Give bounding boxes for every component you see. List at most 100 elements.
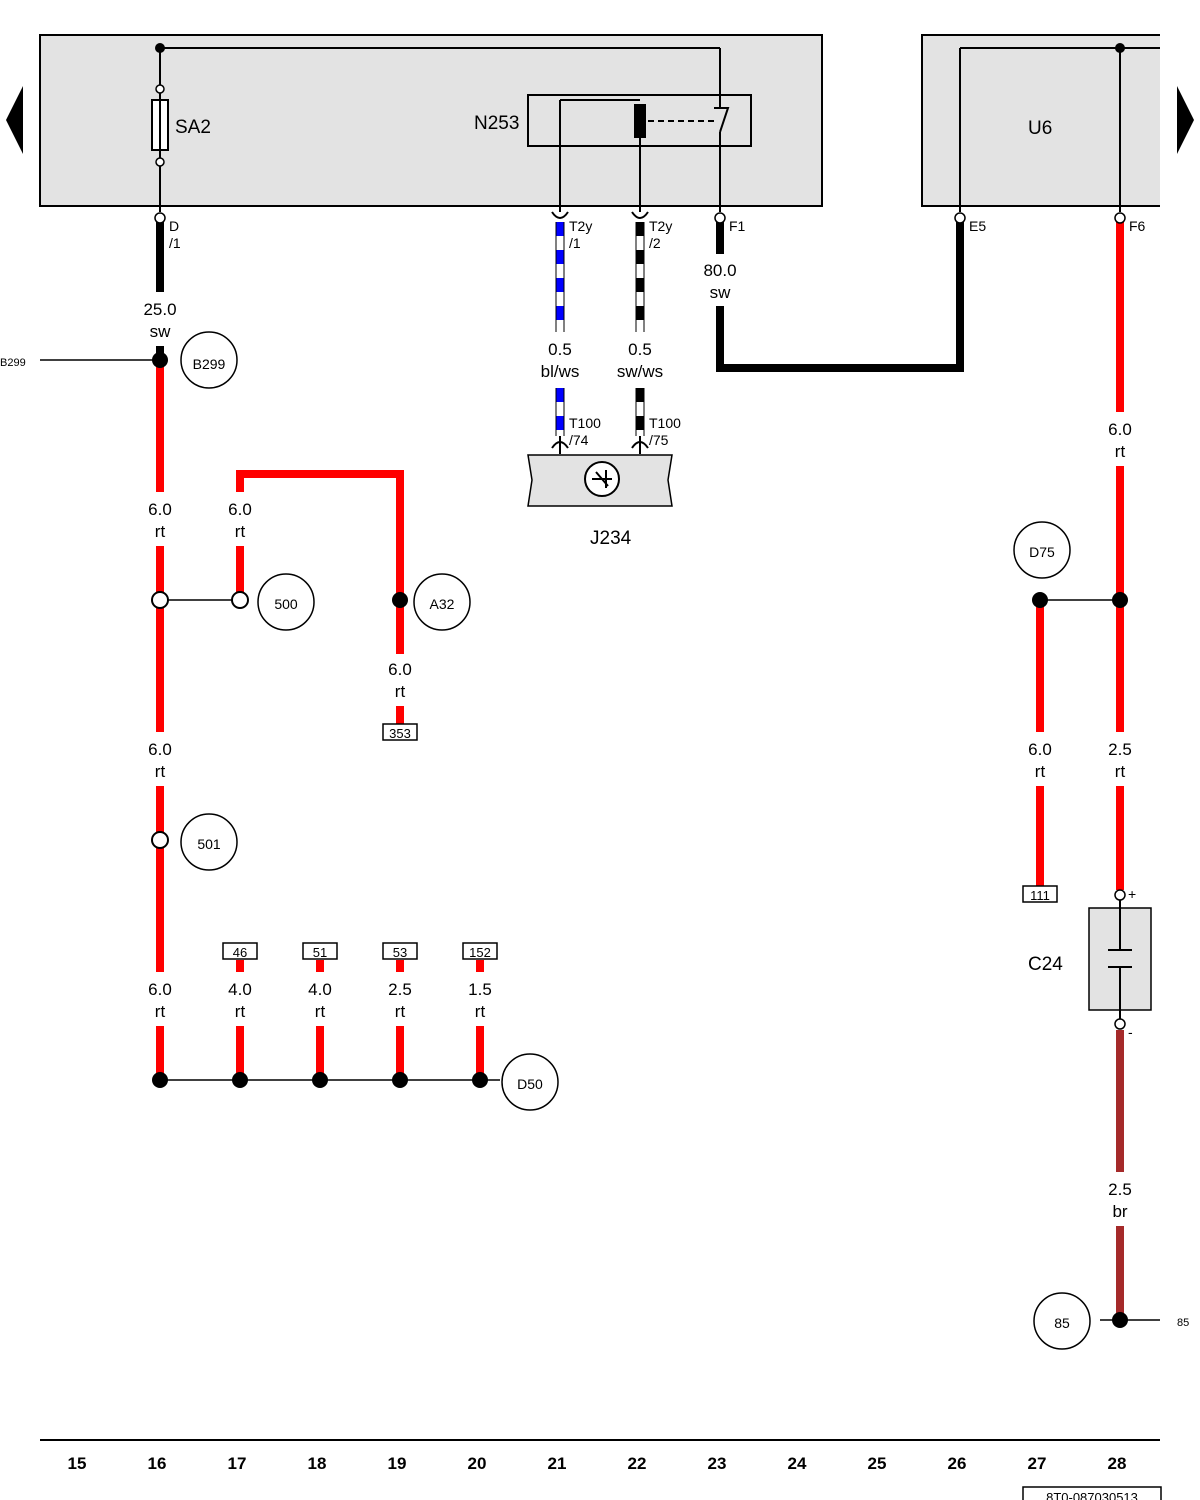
wire-size-label: 6.0 — [1108, 420, 1132, 439]
relay-switch-contact-icon — [714, 107, 730, 133]
internal-junction-dot — [1115, 43, 1125, 53]
pin-label: /1 — [169, 235, 181, 251]
pin-label: T2y — [569, 218, 592, 234]
wire-color-label: rt — [1115, 442, 1126, 461]
drawing-number: 8T0-087030513 — [1046, 1490, 1138, 1500]
column-number: 27 — [1028, 1454, 1047, 1473]
ref-box-label: 46 — [233, 945, 247, 960]
junction-label-a32: A32 — [430, 596, 455, 612]
plug-connector-icon — [551, 211, 649, 454]
column-number: 17 — [228, 1454, 247, 1473]
column-number: 26 — [948, 1454, 967, 1473]
pin-label: T2y — [649, 218, 672, 234]
pin-label: D — [169, 218, 179, 234]
wire-size-label: 4.0 — [308, 980, 332, 999]
column-number: 20 — [468, 1454, 487, 1473]
pin-label: /74 — [569, 432, 589, 448]
capacitor-plus-label: + — [1128, 886, 1136, 902]
junction-label-500: 500 — [274, 596, 298, 612]
wire-color-label: bl/ws — [541, 362, 580, 381]
junction-label-501: 501 — [197, 836, 221, 852]
wire-size-label: 6.0 — [148, 500, 172, 519]
wire-color-label: rt — [475, 1002, 486, 1021]
ref-box-label: 53 — [393, 945, 407, 960]
column-number: 23 — [708, 1454, 727, 1473]
capacitor-icon — [1108, 900, 1132, 1019]
edge-label-85: 85 — [1177, 1317, 1189, 1329]
wire-color-label: rt — [395, 1002, 406, 1021]
column-number: 22 — [628, 1454, 647, 1473]
capacitor-plus-terminal — [1114, 889, 1126, 901]
wire-size-label: 0.5 — [628, 340, 652, 359]
column-numbers: 15 16 17 18 19 20 21 22 23 24 25 26 27 2… — [68, 1454, 1127, 1473]
page-forward-arrow-icon[interactable] — [1177, 86, 1194, 154]
column-number: 16 — [148, 1454, 167, 1473]
relay-coil-icon — [634, 104, 646, 138]
ref-box-label: 51 — [313, 945, 327, 960]
pin-label: F1 — [729, 218, 746, 234]
drawing-number-box — [1022, 1486, 1162, 1500]
pin-label: /75 — [649, 432, 669, 448]
wire-size-label: 2.5 — [1108, 740, 1132, 759]
column-number: 18 — [308, 1454, 327, 1473]
wire-color-label: sw — [150, 322, 172, 341]
column-number: 25 — [868, 1454, 887, 1473]
column-number: 19 — [388, 1454, 407, 1473]
wire-size-label: 6.0 — [388, 660, 412, 679]
wires — [156, 222, 1124, 1320]
wire-color-label: rt — [155, 522, 166, 541]
airbag-symbol-stroke — [592, 470, 612, 488]
component-label-sa2: SA2 — [175, 117, 211, 138]
pin-label: T100 — [649, 415, 681, 431]
wire-color-label: rt — [315, 1002, 326, 1021]
wire-size-label: 4.0 — [228, 980, 252, 999]
wire-color-label: sw/ws — [617, 362, 663, 381]
pin-label: T100 — [569, 415, 601, 431]
wire-size-label: 2.5 — [1108, 1180, 1132, 1199]
wire-color-label: rt — [1035, 762, 1046, 781]
internal-junction-dot — [155, 43, 165, 53]
component-label-u6: U6 — [1028, 118, 1052, 139]
wire-size-label: 25.0 — [143, 300, 176, 319]
wire-color-label: rt — [155, 1002, 166, 1021]
component-label-j234: J234 — [590, 528, 632, 549]
fuse-sa2-icon — [151, 84, 169, 167]
wire-size-label: 6.0 — [1028, 740, 1052, 759]
wire-color-label: rt — [395, 682, 406, 701]
wire-size-label: 6.0 — [148, 980, 172, 999]
pin-label: /1 — [569, 235, 581, 251]
wire-color-label: sw — [710, 283, 732, 302]
column-number: 15 — [68, 1454, 87, 1473]
junction-label-d75: D75 — [1029, 544, 1055, 560]
capacitor-minus-label: - — [1128, 1024, 1133, 1040]
ref-box-label: 111 — [1030, 888, 1050, 903]
junction-links — [40, 359, 1160, 1321]
page-back-arrow-icon[interactable] — [6, 86, 23, 154]
internal-wiring — [159, 47, 1160, 212]
junction-label-85: 85 — [1054, 1315, 1070, 1331]
relay-n253-box — [527, 94, 752, 147]
wire-color-label: rt — [1115, 762, 1126, 781]
wire-color-label: rt — [235, 522, 246, 541]
component-housing-u6 — [921, 34, 1173, 207]
column-number: 21 — [548, 1454, 567, 1473]
wire-size-label: 1.5 — [468, 980, 492, 999]
pin-label: E5 — [969, 218, 986, 234]
junction-label-d50: D50 — [517, 1076, 543, 1092]
ref-box-label: 152 — [469, 945, 491, 960]
component-label-c24: C24 — [1028, 954, 1063, 975]
pin-label: /2 — [649, 235, 661, 251]
wire-size-label: 0.5 — [548, 340, 572, 359]
junction-label-b299: B299 — [193, 356, 226, 372]
reference-boxes — [222, 723, 1058, 960]
column-number: 24 — [788, 1454, 807, 1473]
pin-terminals — [154, 212, 1126, 224]
wire-size-label: 6.0 — [228, 500, 252, 519]
wire-color-label: br — [1112, 1202, 1127, 1221]
edge-label-b299: B299 — [0, 357, 26, 369]
capacitor-minus-terminal — [1114, 1018, 1126, 1030]
pin-label: F6 — [1129, 218, 1146, 234]
wire-color-label: rt — [235, 1002, 246, 1021]
wire-color-label: rt — [155, 762, 166, 781]
